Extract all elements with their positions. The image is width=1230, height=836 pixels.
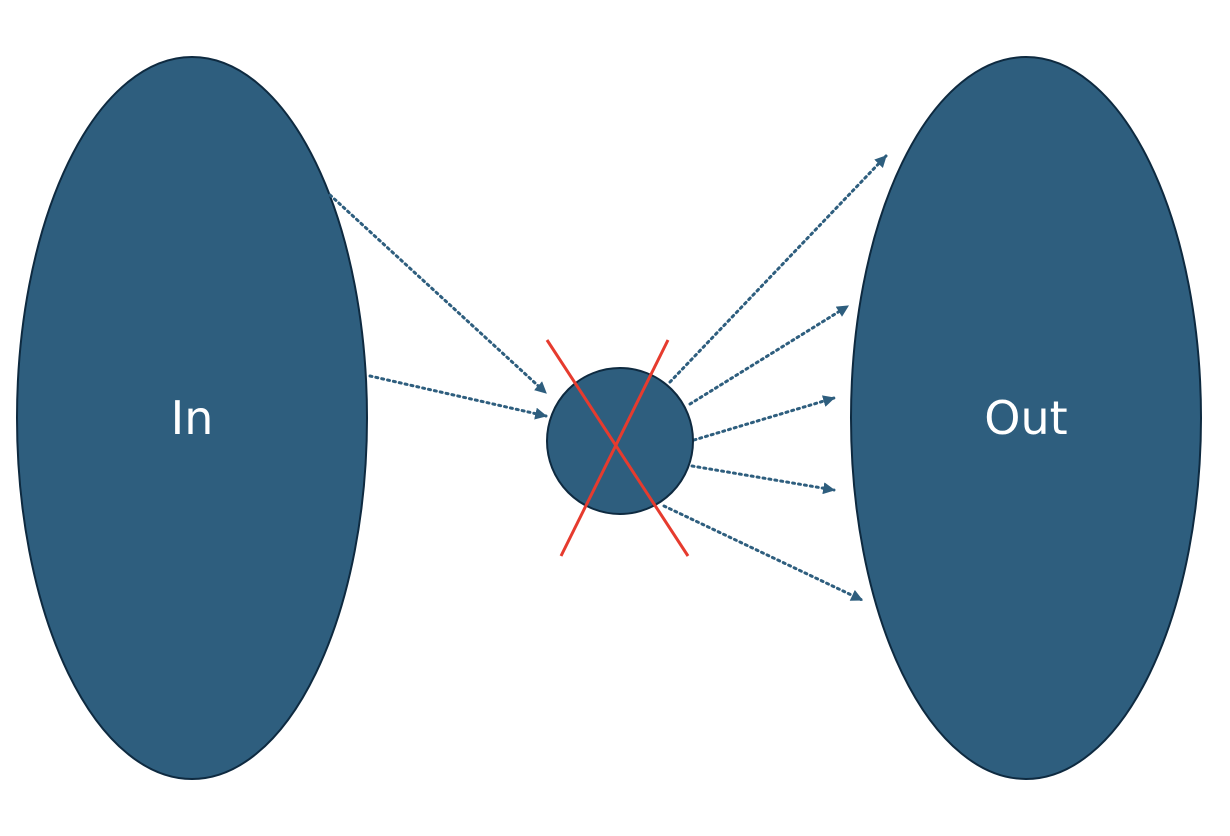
outgoing-edge	[668, 154, 888, 384]
outgoing-edge	[688, 304, 850, 406]
input-label: In	[171, 391, 214, 445]
output-ellipse	[850, 56, 1202, 780]
incoming-edge	[328, 193, 548, 395]
outgoing-edge	[662, 504, 864, 602]
cross-mark-icon	[545, 339, 690, 557]
input-ellipse	[16, 56, 368, 780]
outgoing-edge	[692, 395, 836, 442]
input-node: In	[16, 56, 368, 780]
hub-circle	[546, 367, 694, 515]
outgoing-edges	[662, 154, 888, 602]
incoming-edges	[328, 193, 548, 420]
output-label: Out	[984, 391, 1067, 445]
incoming-edge	[368, 374, 548, 420]
hub-node	[546, 367, 694, 515]
cross-stroke-down	[545, 339, 690, 557]
outgoing-edge	[690, 464, 836, 495]
output-node: Out	[850, 56, 1202, 780]
cross-stroke-up	[559, 339, 670, 557]
